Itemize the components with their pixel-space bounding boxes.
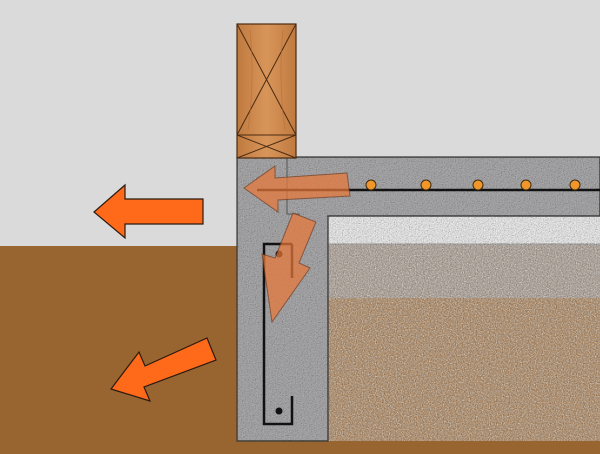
concrete-outline bbox=[236, 156, 600, 442]
rebar-dot bbox=[569, 179, 581, 191]
vapor-barrier-layer bbox=[328, 216, 600, 244]
rebar-dot bbox=[420, 179, 432, 191]
heat-loss-arrow-icon bbox=[110, 337, 217, 402]
heat-loss-arrow-icon bbox=[93, 183, 204, 240]
rebar-dot bbox=[365, 179, 377, 191]
gravel-subbase bbox=[328, 244, 600, 298]
rebar-dot bbox=[520, 179, 532, 191]
heat-loss-arrow-icon bbox=[243, 165, 351, 324]
wood-post-icon bbox=[236, 23, 297, 159]
rebar-dot bbox=[472, 179, 484, 191]
